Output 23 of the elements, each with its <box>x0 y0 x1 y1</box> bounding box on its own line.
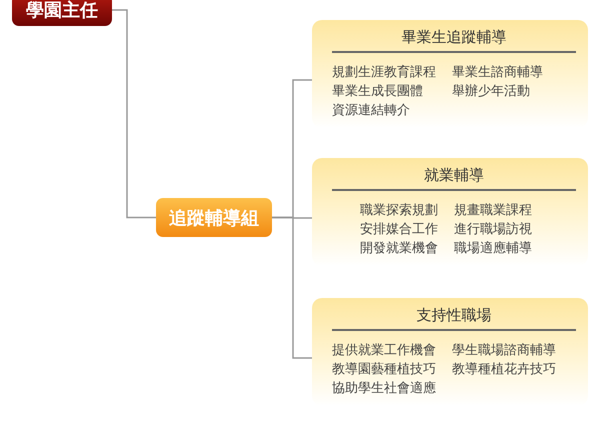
card-heading: 支持性職場 <box>332 306 576 331</box>
service-item: 學生職場諮商輔導 <box>452 342 556 359</box>
service-item: 教導種植花卉技巧 <box>452 361 556 378</box>
group-box: 追蹤輔導組 <box>156 198 272 237</box>
service-item: 協助學生社會適應 <box>332 380 436 397</box>
director-box: 學園主任 <box>12 0 112 26</box>
service-item: 開發就業機會 <box>360 240 438 257</box>
card-heading: 就業輔導 <box>332 166 576 191</box>
service-item: 資源連結轉介 <box>332 102 411 119</box>
service-item: 畢業生成長團體 <box>332 83 424 100</box>
card-heading: 畢業生追蹤輔導 <box>332 28 576 53</box>
connector-line <box>272 216 312 359</box>
connector-line <box>112 9 156 218</box>
service-item: 規畫職業課程 <box>454 202 532 219</box>
service-item: 教導園藝種植技巧 <box>332 361 436 378</box>
service-item: 職業探索規劃 <box>360 202 438 219</box>
service-item: 安排媒合工作 <box>360 221 438 238</box>
service-item: 職場適應輔導 <box>454 240 532 257</box>
service-item: 提供就業工作機會 <box>332 342 436 359</box>
service-item: 進行職場訪視 <box>454 221 532 238</box>
service-item: 舉辦少年活動 <box>452 83 531 100</box>
service-item: 規劃生涯教育課程 <box>332 64 436 81</box>
service-item: 畢業生諮商輔導 <box>452 64 543 81</box>
